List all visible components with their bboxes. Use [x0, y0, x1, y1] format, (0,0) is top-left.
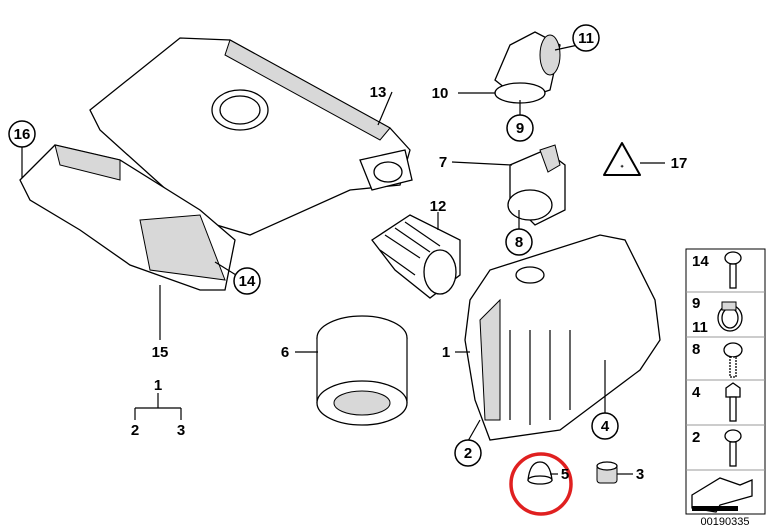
svg-text:8: 8 — [692, 341, 700, 358]
callout-2: 2 — [464, 445, 472, 462]
callout-12: 12 — [430, 198, 447, 215]
callout-8: 8 — [515, 234, 523, 251]
svg-text:2: 2 — [692, 429, 700, 446]
callout-9: 9 — [516, 120, 524, 137]
intake-snorkel-part-15[interactable] — [19, 144, 236, 291]
callout-17: 17 — [671, 155, 688, 172]
legend-row-8[interactable]: 8 — [692, 341, 743, 378]
highlight-circle — [509, 452, 573, 516]
screw-icon — [724, 251, 742, 289]
callout-6: 6 — [281, 344, 289, 361]
rubber-grommet-part-5[interactable] — [527, 461, 553, 485]
callout-10: 10 — [432, 85, 449, 102]
diagram-code: 00190335 — [701, 516, 750, 528]
callout-3: 3 — [636, 466, 644, 483]
arrow-icon — [691, 477, 753, 513]
svg-text:14: 14 — [692, 253, 709, 270]
callout-3-group: 3 — [177, 422, 185, 439]
legend-row-4[interactable]: 4 — [692, 382, 741, 422]
screw-icon — [724, 429, 742, 467]
svg-text:4: 4 — [692, 384, 701, 401]
callout-4: 4 — [601, 418, 610, 435]
intake-hose-part-10[interactable] — [494, 31, 561, 104]
callout-14: 14 — [239, 273, 256, 290]
legend-row-14[interactable]: 14 — [692, 251, 742, 289]
air-filter-housing-part-1[interactable] — [464, 234, 661, 441]
callout-15: 15 — [152, 344, 169, 361]
warning-label-part-17[interactable]: ᐩ — [603, 142, 641, 176]
callout-2-group: 2 — [131, 422, 139, 439]
intake-bellows-part-12[interactable] — [371, 214, 461, 299]
legend-row-9-11[interactable]: 9 11 — [692, 295, 743, 336]
callout-1-group: 1 — [154, 377, 162, 394]
fastener-legend-panel — [685, 248, 766, 515]
hose-clamp-icon — [717, 301, 743, 332]
callout-11: 11 — [578, 30, 594, 47]
air-mass-meter-part-7[interactable] — [507, 144, 566, 226]
svg-text:9: 9 — [692, 295, 700, 312]
legend-row-2[interactable]: 2 — [692, 429, 742, 467]
air-duct-cover-part-13[interactable] — [89, 37, 413, 236]
air-filter-element-part-6[interactable] — [316, 315, 408, 426]
hex-bolt-icon — [725, 382, 741, 422]
callout-circles — [8, 24, 619, 467]
leader-lines — [21, 44, 665, 475]
callout-13: 13 — [370, 84, 387, 101]
svg-text:11: 11 — [692, 319, 708, 336]
callout-1: 1 — [442, 344, 450, 361]
rubber-mount-part-3[interactable] — [596, 461, 618, 484]
callout-16: 16 — [14, 126, 31, 143]
callout-7: 7 — [439, 154, 447, 171]
self-tapping-screw-icon — [723, 342, 743, 378]
svg-text:ᐩ: ᐩ — [620, 163, 624, 173]
callout-5: 5 — [561, 466, 569, 483]
